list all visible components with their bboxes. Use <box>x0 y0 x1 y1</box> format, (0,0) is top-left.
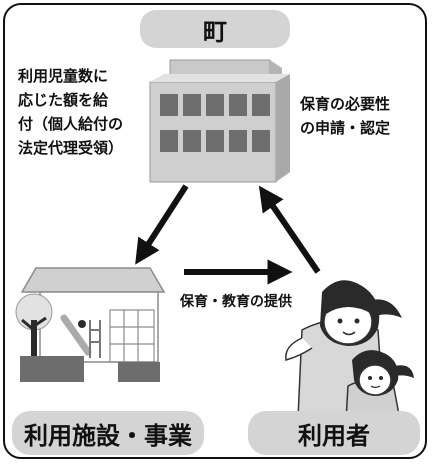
label-application-certification: 保育の必要性 の申請・認定 <box>300 95 391 137</box>
nursery-facility-icon <box>15 267 166 382</box>
label-childcare-provision: 保育・教育の提供 <box>180 294 292 310</box>
node-facility: 利用施設・事業 <box>12 411 204 455</box>
arrow-town-to-facility <box>135 184 189 265</box>
label-benefit-payment: 利用児童数に 応じた額を給 付（個人給付の 法定代理受領） <box>18 67 124 157</box>
town-office-building-icon <box>149 59 290 183</box>
mother-and-child-icon <box>285 280 414 421</box>
node-town: 町 <box>140 10 290 48</box>
node-user: 利用者 <box>248 411 420 455</box>
arrow-user-to-town <box>258 185 321 274</box>
